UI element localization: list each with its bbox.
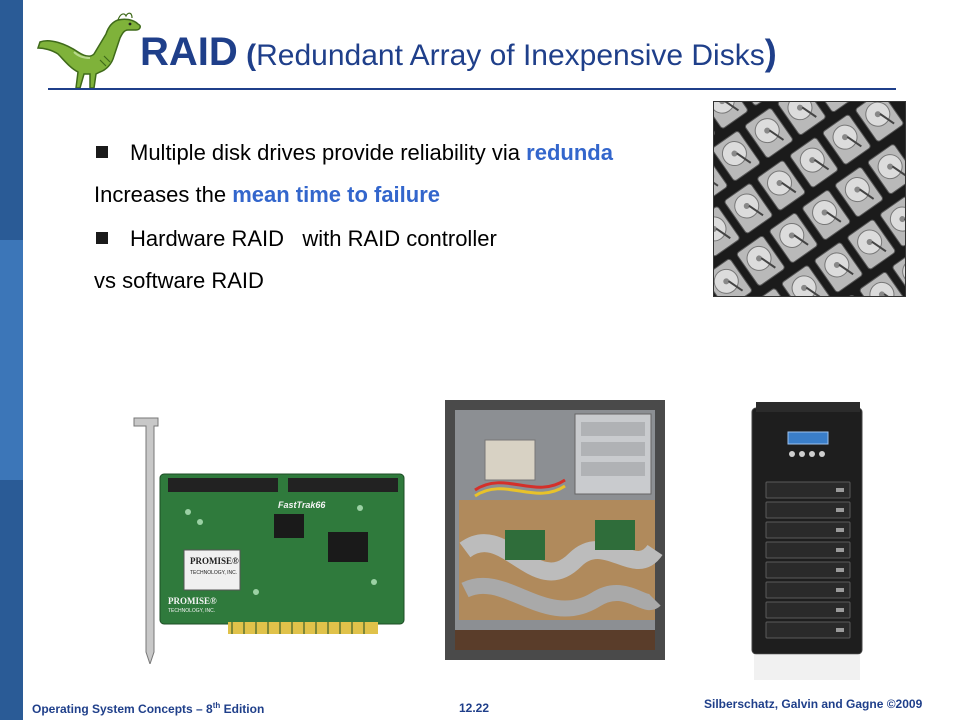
footer-book-title-suffix: Edition xyxy=(220,702,265,716)
card-brand-bottom: PROMISE® xyxy=(168,596,217,606)
bullet-hardware-raid: Hardware RAID with RAID controller xyxy=(130,226,497,251)
square-bullet-icon xyxy=(96,232,108,244)
bullet-reliability-highlight: redunda xyxy=(526,140,613,165)
card-chip-label: FastTrak66 xyxy=(278,500,326,510)
footer-page-number: 12.22 xyxy=(459,701,490,715)
card-brand-bottom-sub: TECHNOLOGY, INC. xyxy=(168,608,215,614)
bullet-reliability-text: Multiple disk drives provide reliability… xyxy=(130,140,527,165)
pc-tower-interior-image xyxy=(445,400,665,660)
pc-tower-graphic xyxy=(445,400,665,660)
dinosaur-logo-icon xyxy=(36,12,141,89)
footer-book-title: Operating System Concepts – 8th Edition xyxy=(32,701,264,716)
raid-enclosure-image xyxy=(751,402,863,680)
card-brand-top: PROMISE® xyxy=(190,556,239,566)
footer-book-title-prefix: Operating System Concepts – 8 xyxy=(32,702,213,716)
line-software-raid: vs software RAID xyxy=(94,268,264,293)
card-brand-top-sub: TECHNOLOGY, INC. xyxy=(190,570,237,576)
hard-disks-image xyxy=(713,101,906,297)
bullet-reliability: Multiple disk drives provide reliability… xyxy=(130,140,613,166)
footer-book-title-sup: th xyxy=(212,701,221,710)
title-paren-open: ( xyxy=(237,39,257,72)
square-bullet-icon xyxy=(96,146,108,158)
title-main: RAID xyxy=(140,30,238,74)
side-accent-bar xyxy=(0,0,23,720)
title-paren-close: ) xyxy=(764,32,777,73)
slide-title: RAID (Redundant Array of Inexpensive Dis… xyxy=(140,32,777,72)
raid-controller-card-image: PROMISE® TECHNOLOGY, INC. FastTrak66 PRO… xyxy=(133,417,405,664)
line-mttf-text: Increases the xyxy=(94,182,233,207)
footer-authors: Silberschatz, Galvin and Gagne ©2009 xyxy=(704,697,923,711)
line-mttf-highlight: mean time to failure xyxy=(232,182,441,207)
hard-disks-graphic xyxy=(714,102,905,296)
side-accent-segment xyxy=(0,240,23,480)
line-mttf: Increases the mean time to failure xyxy=(94,182,440,208)
title-subtitle: Redundant Array of Inexpensive Disks xyxy=(256,39,765,72)
title-underline xyxy=(48,88,896,90)
